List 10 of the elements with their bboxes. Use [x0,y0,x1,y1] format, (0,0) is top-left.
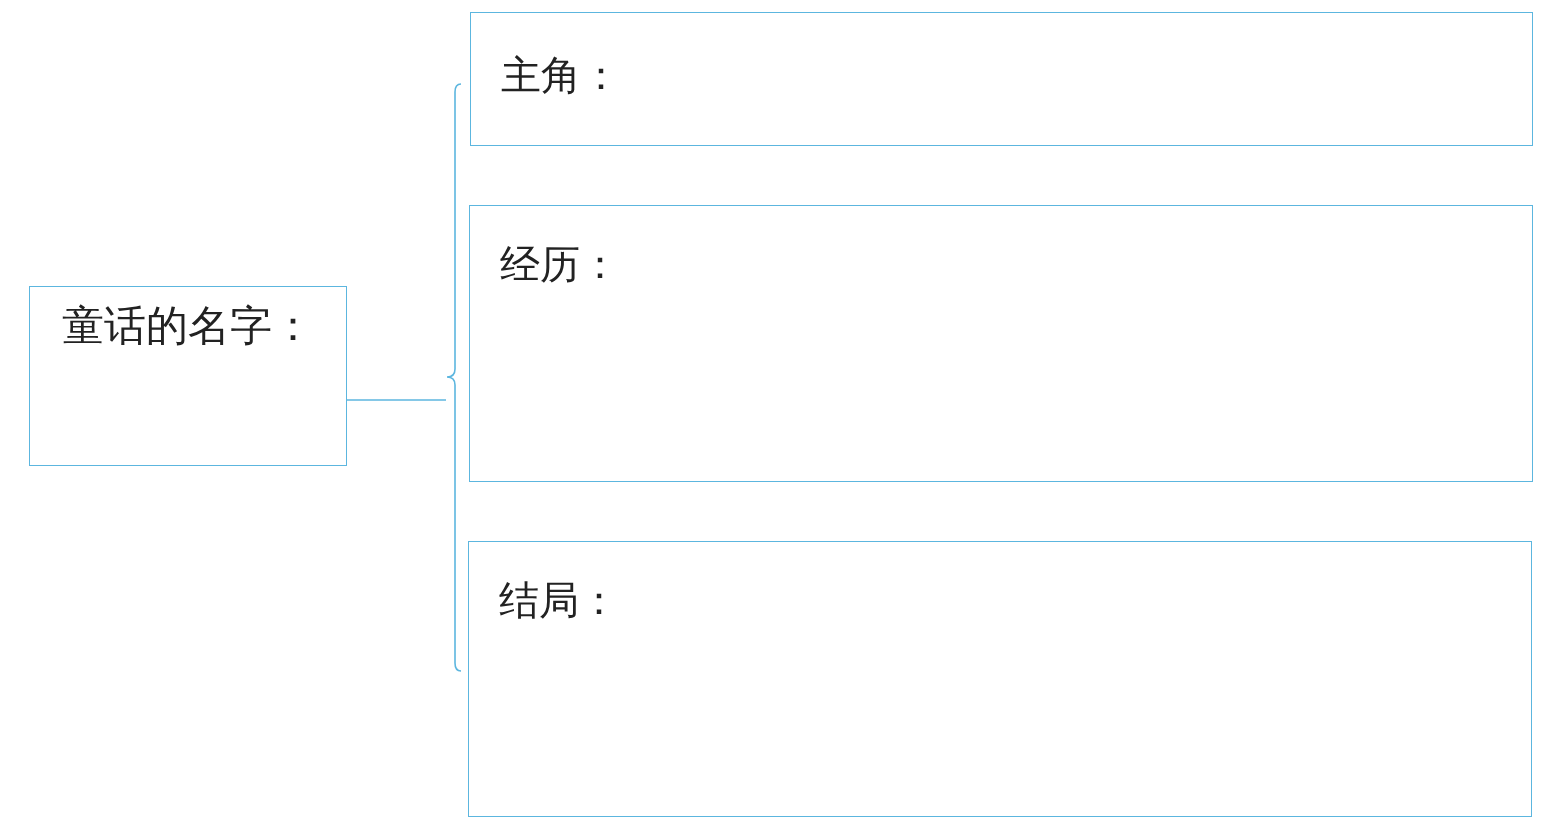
field-label: 主角： [501,55,621,95]
field-label: 经历： [500,244,620,284]
title-field-box [29,286,347,466]
field-label: 结局： [499,580,619,620]
answer-box [468,541,1532,817]
connector-line [346,399,447,401]
curly-bracket [446,83,462,672]
field-label: 童话的名字： [62,305,314,347]
answer-box [470,12,1533,146]
answer-box [469,205,1533,482]
